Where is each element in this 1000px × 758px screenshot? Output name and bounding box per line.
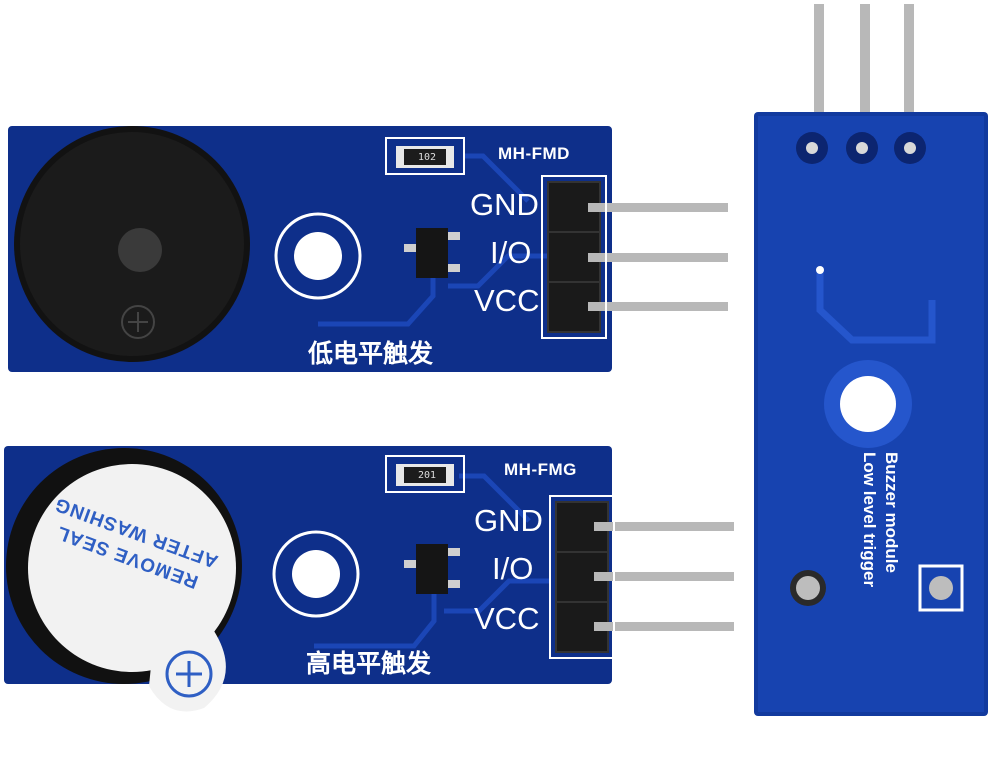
mounting-hole xyxy=(294,232,342,280)
pin xyxy=(588,203,728,212)
resistor-code: 102 xyxy=(418,152,437,163)
back-label-line2: Low level trigger xyxy=(860,452,879,588)
pin xyxy=(814,4,824,116)
pin xyxy=(594,572,734,581)
transistor xyxy=(416,228,448,278)
buzzer-module-bottom: REMOVE SEAL AFTER WASHING 201 MH-FMG GND… xyxy=(4,446,734,712)
pin-label-vcc: VCC xyxy=(474,601,540,636)
resistor-code: 201 xyxy=(418,470,437,481)
trigger-label: 高电平触发 xyxy=(306,649,432,678)
pin-label-gnd: GND xyxy=(474,503,543,538)
buzzer-module-top-pcb xyxy=(8,126,728,372)
pin-label-gnd: GND xyxy=(470,187,539,222)
model-label: MH-FMD xyxy=(498,144,570,163)
buzzer-module-back: Buzzer module Low level trigger xyxy=(752,0,990,720)
trigger-label: 低电平触发 xyxy=(308,339,434,368)
buzzer-module-back-pcb xyxy=(754,4,988,716)
pin xyxy=(588,302,728,311)
pin xyxy=(904,4,914,116)
buzzer-module-bottom-pcb xyxy=(4,446,734,712)
model-label: MH-FMG xyxy=(504,460,577,479)
mounting-hole xyxy=(840,376,896,432)
mounting-hole xyxy=(292,550,340,598)
pin xyxy=(594,622,734,631)
back-label-line1: Buzzer module xyxy=(882,452,901,573)
pin-label-io: I/O xyxy=(490,235,532,270)
pin xyxy=(588,253,728,262)
buzzer-module-top: 102 MH-FMD GND I/O VCC 低电平触发 xyxy=(8,126,728,372)
seal-sticker xyxy=(28,464,236,672)
pin xyxy=(594,522,734,531)
pin-label-io: I/O xyxy=(492,551,534,586)
pin xyxy=(860,4,870,116)
transistor xyxy=(416,544,448,594)
pin-label-vcc: VCC xyxy=(474,283,540,318)
